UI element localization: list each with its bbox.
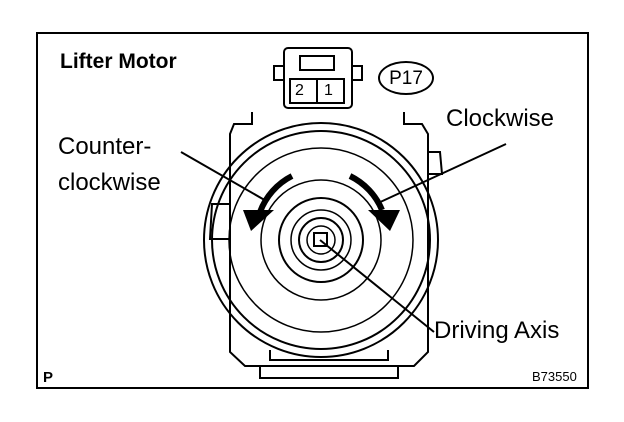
connector-code-ring [378,61,434,95]
counterclockwise-arrowhead [243,210,274,231]
connector-pin-2: 2 [295,82,304,99]
corner-mark: P [43,369,54,386]
diagram-frame: Lifter Motor P17 2 1 Clockwise Counter- … [36,32,589,389]
counterclockwise-label-line1: Counter- [58,133,152,160]
lifter-motor-drawing [180,47,507,379]
diagram-title: Lifter Motor [60,50,177,73]
clockwise-arrow [348,173,385,212]
clockwise-arrowhead [368,210,400,231]
housing-bottom-tab [259,366,399,379]
clockwise-label: Clockwise [446,105,555,132]
connector-code-text: P17 [389,67,423,89]
driving-axis-leader [319,239,435,333]
clockwise-leader [375,143,507,205]
connector-code-badge: P17 [378,61,434,95]
driving-axis-label: Driving Axis [434,317,560,344]
counterclockwise-arrow [257,173,294,214]
counterclockwise-leader [180,151,269,203]
driving-axis-shaft [313,232,328,247]
connector-pin-1: 1 [324,82,333,99]
housing-left-bump [208,203,230,240]
housing-right-bump [428,151,444,175]
motor-housing-outline [229,112,429,367]
figure-code: B73550 [532,369,577,384]
counterclockwise-label-line2: clockwise [58,169,161,196]
connector-p17 [273,47,363,109]
